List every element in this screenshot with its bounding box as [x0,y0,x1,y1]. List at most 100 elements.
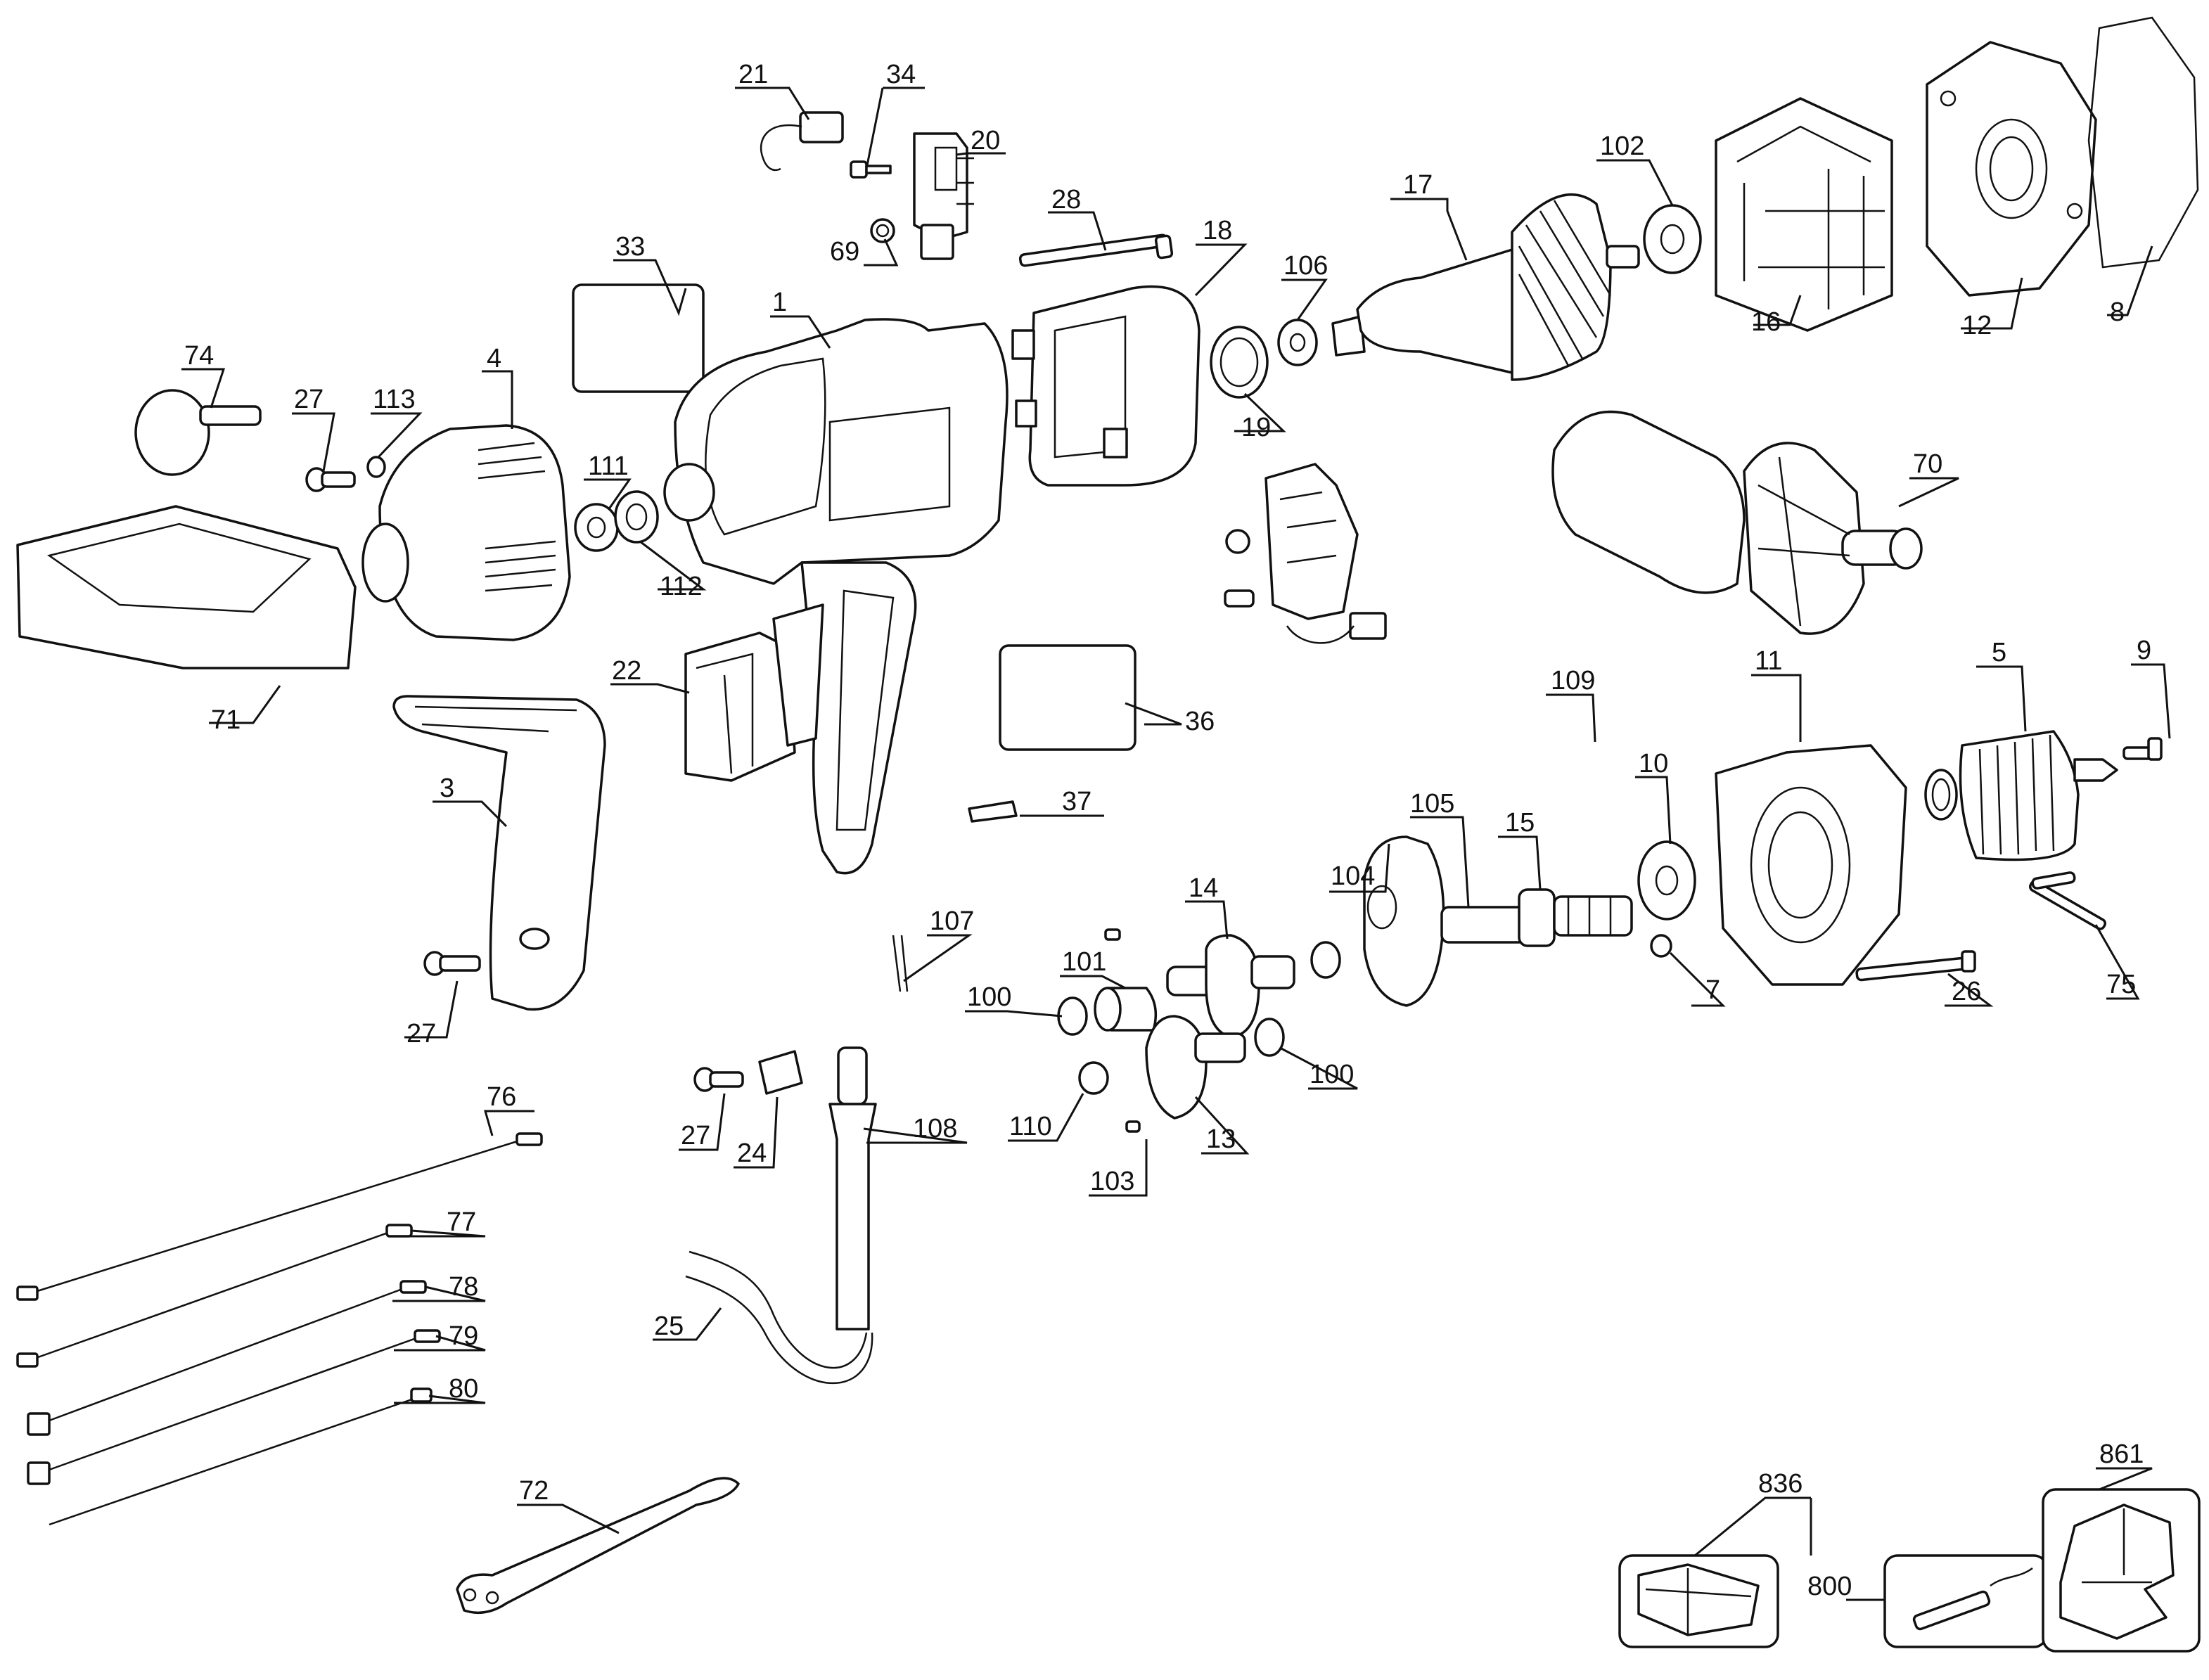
part-100-bushing-right [1254,1018,1285,1057]
part-71-holder [16,505,357,669]
part-27-screw-mid [423,951,481,976]
part-13-intermediate-gear [1145,1015,1246,1120]
part-7-screw [1650,934,1672,958]
part-70-side-handle [1551,410,1923,635]
callout-28: 28 [1051,185,1081,214]
callout-70: 70 [1913,449,1942,479]
callout-111: 111 [588,451,629,481]
callout-24: 24 [737,1139,767,1168]
part-36-label [999,644,1136,751]
callout-19: 19 [1241,413,1271,442]
part-9-screw [2122,737,2163,761]
callout-72: 72 [519,1476,549,1506]
callout-836: 836 [1758,1469,1803,1499]
callout-110: 110 [1009,1112,1052,1141]
part-4-cover [361,424,571,641]
callout-12: 12 [1962,311,1992,340]
part-16-baffle [1715,97,1893,332]
callout-100-right: 100 [1310,1060,1354,1089]
callout-80: 80 [449,1374,478,1404]
part-1-housing [663,318,1009,875]
part-74-knob [134,389,262,476]
part-108-cord-protector [828,1046,877,1330]
part-28-long-screw [1018,233,1174,267]
callout-77: 77 [447,1207,476,1237]
part-10-bearing [1637,840,1696,921]
part-111-nut [574,503,619,552]
part-14-cluster-gear [1166,934,1295,1039]
part-26-long-screw [1855,950,1976,982]
part-109-washer [1924,769,1958,821]
part-113-washer [366,456,386,478]
callout-4: 4 [487,344,501,373]
callout-107: 107 [930,906,974,936]
part-69-spring [870,218,895,243]
part-brush-holder-assembly [1224,463,1387,644]
callout-104: 104 [1331,861,1375,891]
callout-109: 109 [1551,666,1595,695]
part-103-pin [1125,1120,1141,1133]
part-101-bushing [1094,987,1158,1032]
part-pin-upper [1104,928,1121,941]
callout-105: 105 [1410,789,1454,819]
callout-labels: 21 34 20 69 33 28 18 1 74 27 113 4 111 1… [184,60,2151,1601]
part-37-label [968,800,1018,823]
callout-861: 861 [2099,1439,2144,1469]
part-107-clip [892,935,909,992]
callout-112: 112 [660,572,703,601]
callout-9: 9 [2137,636,2151,665]
callout-27-lower: 27 [681,1121,710,1150]
callout-76: 76 [487,1082,516,1112]
callout-17: 17 [1403,170,1433,200]
part-27-screw-top [305,467,356,492]
callout-106: 106 [1283,251,1328,281]
part-33-label [572,283,705,393]
part-15-spindle [1440,888,1633,947]
callout-1: 1 [772,288,787,317]
part-21-brush [760,111,844,172]
callout-15: 15 [1505,808,1535,838]
callout-13: 13 [1206,1124,1236,1154]
part-800-box [1883,1554,2048,1648]
callout-3: 3 [440,774,454,803]
callout-113: 113 [373,385,416,414]
part-102-bearing [1643,204,1702,274]
part-11-gear-case [1715,744,1907,986]
part-112-bearing [614,490,659,544]
callout-108: 108 [913,1114,957,1143]
callout-37: 37 [1062,787,1091,816]
callout-78: 78 [449,1272,478,1302]
part-836-box [1618,1554,1779,1648]
part-3-handle [392,695,606,1011]
part-75-chuck-key [2028,871,2107,930]
callout-27-top: 27 [294,385,324,414]
part-20-brush-holder [913,132,974,260]
callout-26: 26 [1952,977,1981,1006]
part-24-clamp [758,1050,803,1095]
callout-74: 74 [184,341,214,371]
callout-8: 8 [2110,297,2125,327]
callout-25: 25 [654,1312,684,1341]
leader-lines [181,86,2171,1601]
part-106-washer [1277,319,1318,366]
callout-100-left: 100 [967,982,1011,1012]
callout-800: 800 [1807,1572,1852,1601]
callout-18: 18 [1203,216,1232,245]
part-861-box [2042,1488,2201,1653]
part-110-bushing [1078,1061,1109,1095]
callout-75: 75 [2106,970,2136,999]
callout-33: 33 [615,232,645,262]
callout-16: 16 [1751,307,1781,337]
callout-27-mid: 27 [406,1019,436,1049]
part-bushing-right [1310,941,1341,979]
part-27-screw-lower [693,1067,744,1092]
callout-101: 101 [1062,947,1106,977]
part-5-chuck [1959,730,2118,861]
callout-14: 14 [1189,873,1218,903]
callout-10: 10 [1639,749,1668,778]
callout-21: 21 [738,60,768,89]
callout-22: 22 [612,656,641,686]
part-18-field [1011,285,1200,487]
part-100-bushing-left [1057,996,1088,1036]
